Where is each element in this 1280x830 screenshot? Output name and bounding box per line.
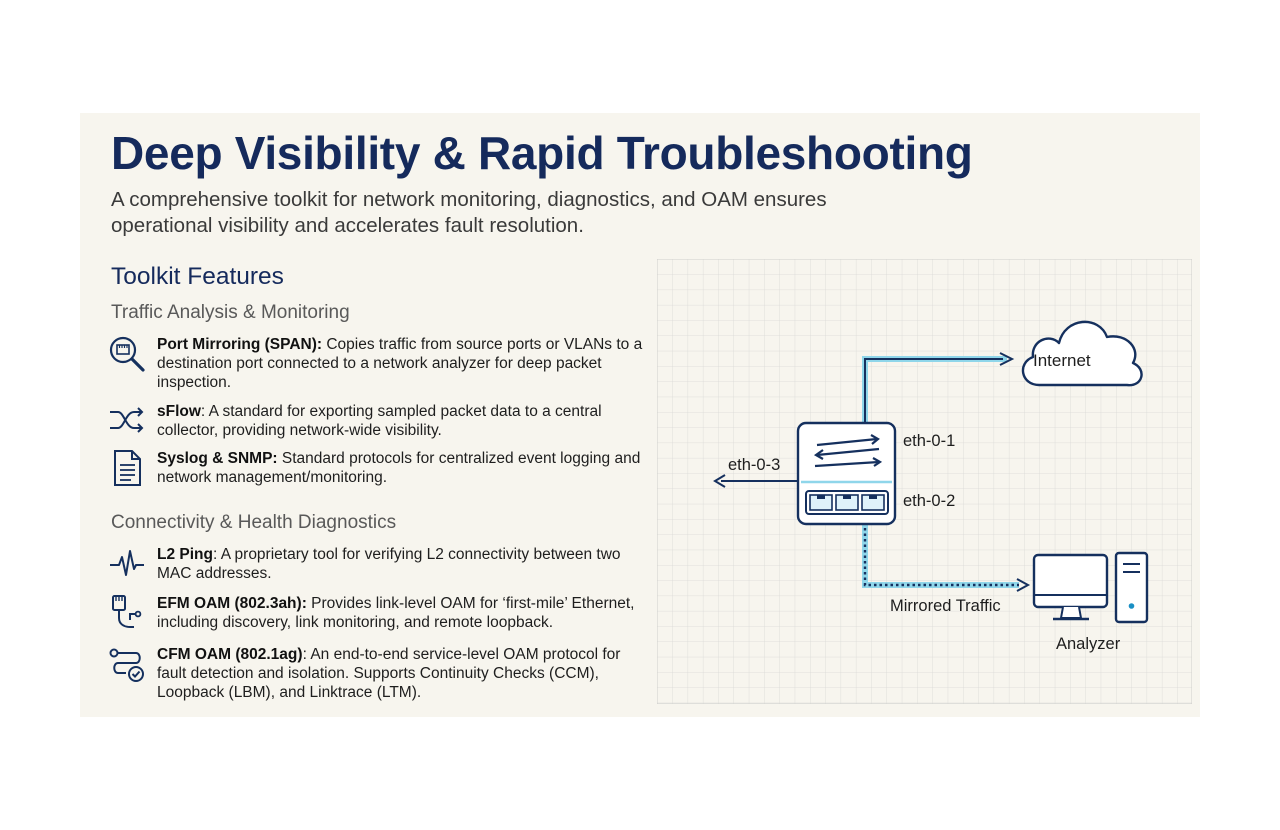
internet-link <box>864 358 1003 424</box>
page-subtitle: A comprehensive toolkit for network moni… <box>111 188 827 237</box>
feature-text: Syslog & SNMP: Standard protocols for ce… <box>157 449 647 487</box>
mirror-link <box>863 517 1019 587</box>
mirrored-traffic-label: Mirrored Traffic <box>890 597 1001 615</box>
pulse-icon <box>108 545 146 583</box>
section-heading-traffic: Traffic Analysis & Monitoring <box>111 302 350 323</box>
eth3-label: eth-0-3 <box>728 456 781 474</box>
feature-text: L2 Ping: A proprietary tool for verifyin… <box>157 545 647 583</box>
magnifier-port-icon <box>108 335 146 373</box>
feature-description: : An end-to-end service-level OAM protoc… <box>157 646 621 701</box>
mirror-arrowhead <box>1016 578 1031 592</box>
feature-name: CFM OAM (802.1ag) <box>157 646 303 663</box>
feature-description: : A standard for exporting sampled packe… <box>157 403 602 439</box>
feature-name: EFM OAM (802.3ah): <box>157 595 307 612</box>
toolkit-heading: Toolkit Features <box>111 263 284 290</box>
eth1-label: eth-0-1 <box>903 432 956 450</box>
tower-icon <box>1114 551 1149 624</box>
feature-text: sFlow: A standard for exporting sampled … <box>157 402 647 440</box>
shuffle-arrows-icon <box>108 402 146 440</box>
eth3-arrowhead <box>713 474 726 488</box>
feature-description: Standard protocols for centralized event… <box>157 450 641 486</box>
eth2-label: eth-0-2 <box>903 492 956 510</box>
feature-name: Syslog & SNMP: <box>157 450 278 467</box>
feature-text: Port Mirroring (SPAN): Copies traffic fr… <box>157 335 647 392</box>
internet-label: Internet <box>1033 351 1091 370</box>
feature-name: Port Mirroring (SPAN): <box>157 336 323 353</box>
feature-text: CFM OAM (802.1ag): An end-to-end service… <box>157 645 647 702</box>
internet-arrowhead <box>999 352 1015 366</box>
network-diagram: Internet eth-0-1 eth-0-2 eth-0-3 Mirrore… <box>657 259 1192 704</box>
analyzer-label: Analyzer <box>1056 635 1121 653</box>
ethernet-cable-icon <box>108 594 146 632</box>
feature-description: Copies traffic from source ports or VLAN… <box>157 336 643 391</box>
switch-ports-icon <box>805 490 889 515</box>
monitor-icon <box>1032 553 1109 621</box>
feature-text: EFM OAM (802.3ah): Provides link-level O… <box>157 594 647 632</box>
path-check-icon <box>108 645 146 683</box>
section-heading-connectivity: Connectivity & Health Diagnostics <box>111 512 397 533</box>
switch-arrows-icon <box>813 434 883 468</box>
document-icon <box>108 449 146 487</box>
cloud-icon <box>1021 320 1143 387</box>
feature-name: sFlow <box>157 403 201 420</box>
diagram-canvas <box>657 259 1192 704</box>
feature-description: : A proprietary tool for verifying L2 co… <box>157 546 621 582</box>
feature-name: L2 Ping <box>157 546 213 563</box>
feature-description: Provides link-level OAM for ‘first-mile’… <box>157 595 635 631</box>
page-title: Deep Visibility & Rapid Troubleshooting <box>111 127 973 179</box>
